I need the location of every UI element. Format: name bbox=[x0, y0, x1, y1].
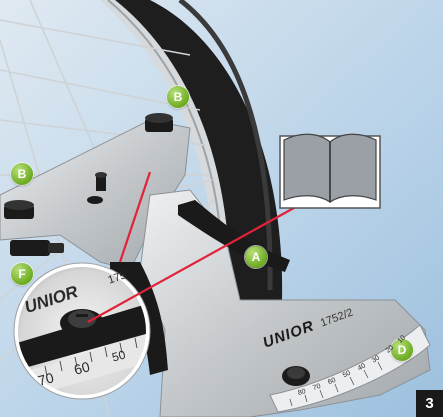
step-number: 3 bbox=[416, 390, 443, 417]
label-a: A bbox=[245, 246, 267, 268]
label-b-top: B bbox=[167, 86, 189, 108]
knob-dial bbox=[282, 366, 310, 386]
label-f: F bbox=[11, 263, 33, 285]
knob-left bbox=[4, 200, 34, 219]
book-icon bbox=[280, 134, 380, 208]
knob-top bbox=[145, 113, 173, 132]
label-b-left: B bbox=[11, 163, 33, 185]
